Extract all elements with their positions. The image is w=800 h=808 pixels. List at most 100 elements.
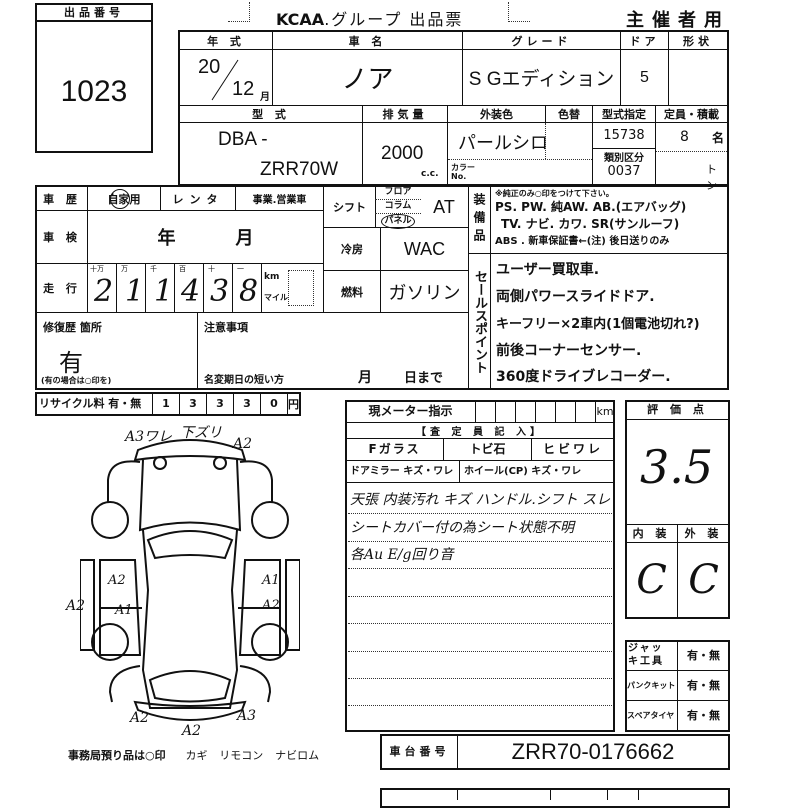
exterior-grade: C <box>688 557 719 603</box>
damage-mark: A2 <box>182 723 202 739</box>
bottom-divider <box>607 788 608 800</box>
caution-cell: 注意事項 名変期日の短い方 月 日まで <box>197 312 469 390</box>
accessory-value[interactable]: 有・無 <box>687 709 720 722</box>
accessory-value[interactable]: 有・無 <box>687 679 720 692</box>
color-cell: パールシロ カラーNo. <box>447 122 593 185</box>
accessory-row: ジャッキ工具有・無 <box>626 641 729 671</box>
grade-label: グレード <box>462 31 621 50</box>
type-designation-label: 型式指定 <box>592 105 656 123</box>
recycle-digit: 3 <box>207 394 234 414</box>
inspection-month-unit: 月 <box>235 228 254 249</box>
inspector-note: シートカバー付の為シート状態不明 <box>350 520 574 536</box>
model-label: 型 式 <box>179 105 363 123</box>
lot-box: 出品番号 1023 <box>35 3 153 153</box>
digit-label: 十 <box>208 265 215 273</box>
name-change-label: 名変期日の短い方 <box>204 375 284 386</box>
sheet-title: KCAA.グループ 出品票 <box>276 6 463 30</box>
meter-digit-box[interactable] <box>536 401 556 422</box>
equipment-note: ※純正のみ○印をつけて下さい。 <box>495 189 614 198</box>
doors-label: ドア <box>620 31 669 50</box>
digit-value: 1 <box>154 274 174 309</box>
exterior-label: 外 装 <box>684 527 723 540</box>
equipment-label-text: 装備品 <box>472 193 486 247</box>
capacity-cell: 8 名 トン <box>655 122 728 192</box>
meter-row: 現メーター指示 km <box>346 401 614 423</box>
category-label: 類別区分 <box>593 148 655 164</box>
windshield <box>146 530 234 560</box>
year-cell: 20 12 月 <box>179 49 273 106</box>
bottom-divider <box>550 788 551 800</box>
wheel-front-left <box>91 501 129 539</box>
accessory-value[interactable]: 有・無 <box>687 649 720 662</box>
unit-checkbox[interactable] <box>288 270 314 306</box>
caution-label: 注意事項 <box>204 321 248 334</box>
capacity-label: 定員・積載 <box>655 105 728 123</box>
fuel-label: 燃料 <box>323 270 381 313</box>
glass-crack: ヒビワレ <box>542 442 603 456</box>
damage-mark: A1 <box>115 603 133 618</box>
deposit-key[interactable]: カギ <box>185 749 208 762</box>
damage-mark: 下ズリ <box>180 425 222 441</box>
lot-number: 1023 <box>60 75 128 108</box>
model-code: ZRR70W <box>260 159 339 180</box>
unit-km: km <box>264 272 280 282</box>
mileage-unit-cell: km マイル <box>262 264 323 312</box>
year-value: 20 <box>198 56 221 78</box>
unit-mile: マイル <box>264 293 288 302</box>
chassis-label: 車台番号 <box>382 736 458 768</box>
meter-digit-box[interactable] <box>576 401 596 422</box>
damage-mark: A1 <box>262 573 280 588</box>
digit-value: 4 <box>181 274 201 309</box>
wheel-front-right <box>251 501 289 539</box>
brand-logo: KCAA <box>276 10 325 29</box>
meter-digit-box[interactable] <box>556 401 576 422</box>
bottom-divider <box>457 788 458 800</box>
repair-value: 有 <box>59 349 83 377</box>
deposit-navi-rom[interactable]: ナビロム <box>275 749 320 762</box>
category-value: 0037 <box>607 164 641 179</box>
digit-label: 万 <box>121 265 128 273</box>
fuel-value: ガソリン <box>380 270 469 313</box>
wheel-rear-left <box>91 623 129 661</box>
glass-row: Fガラス トビ石 ヒビワレ <box>346 439 614 461</box>
model-cell: DBA - ZRR70W <box>179 122 363 185</box>
aircon-value: WAC <box>380 227 469 271</box>
deposit-note: 事務局預り品は○印 <box>68 749 166 762</box>
digit-value: 1 <box>125 274 145 309</box>
car-name: ノア <box>272 49 463 106</box>
shift-value: AT <box>420 186 469 228</box>
chassis-number: ZRR70-0176662 <box>511 739 675 764</box>
shift-panel: パネル <box>381 214 415 229</box>
damage-mark: A2 <box>262 598 280 613</box>
headlight-left <box>153 456 167 470</box>
inspection-year-unit: 年 <box>157 228 176 249</box>
color-change-label: 色替 <box>545 105 593 123</box>
type-designation-value: 15738 <box>603 128 645 143</box>
meter-digit-box[interactable] <box>476 401 496 422</box>
history-label: 車 歴 <box>36 186 88 211</box>
body-outline <box>141 529 239 709</box>
digit-value: 3 <box>210 274 230 309</box>
digit-value: 2 <box>94 274 114 309</box>
capacity-value: 8 <box>680 129 689 145</box>
interior-exterior-values: C C <box>626 543 729 617</box>
deposit-remote[interactable]: リモコン <box>219 749 264 762</box>
inspector-section-label: 【査 定 員 記 入】 <box>346 423 614 439</box>
digit-label: 一 <box>237 265 244 273</box>
month-unit: 月 <box>260 92 270 103</box>
bottom-divider <box>638 788 639 800</box>
glass-chip: トビ石 <box>444 439 532 460</box>
title-bracket-right <box>508 2 530 22</box>
shift-label: シフト <box>323 186 376 228</box>
title-text: .グループ 出品票 <box>324 10 464 29</box>
recycle-label: リサイクル料 有・無 <box>37 394 153 414</box>
inspector-box <box>345 400 615 732</box>
meter-digit-box[interactable] <box>516 401 536 422</box>
meter-digit-box[interactable] <box>496 401 516 422</box>
damage-mark: A3 <box>237 708 257 724</box>
caution-day: 日まで <box>404 371 444 386</box>
note-line <box>348 623 612 624</box>
repair-cell: 修復歴 箇所 有 (有の場合は○印を) <box>36 312 198 390</box>
